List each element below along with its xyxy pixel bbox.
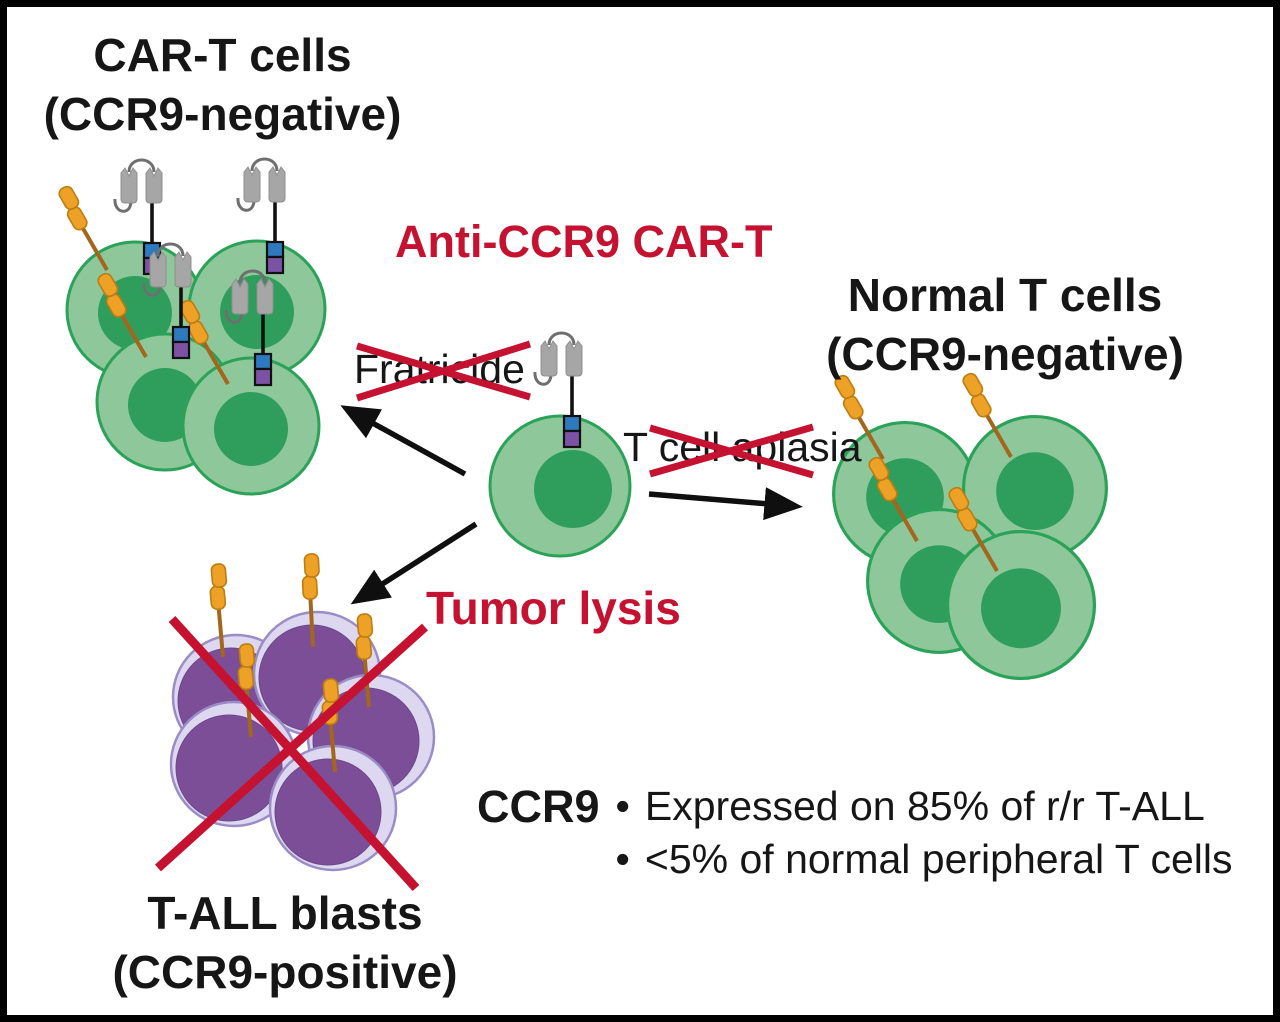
normal-t-cells-title: Normal T cells (CCR9-negative)	[785, 266, 1225, 384]
ccr9-label: CCR9	[477, 781, 600, 832]
cell-nucleus	[534, 450, 612, 528]
t-all-blasts-title: T-ALL blasts (CCR9-positive)	[65, 884, 505, 1002]
car-t-cells-title-line2: (CCR9-negative)	[43, 88, 402, 140]
ccr9-legend: CCR9 • Expressed on 85% of r/r T-ALL • <5%…	[477, 780, 1232, 886]
anti-ccr9-car-t-label: Anti-CCR9 CAR-T	[395, 216, 773, 267]
arrow-to-t-all-blasts	[350, 521, 478, 605]
normal-t-cells-title-line2: (CCR9-negative)	[826, 328, 1184, 380]
ccr9-point-1-text: Expressed on 85% of r/r T-ALL	[644, 783, 1205, 829]
t-all-blasts-title-line2: (CCR9-positive)	[112, 946, 458, 998]
normal-t-cells-title-line1: Normal T cells	[847, 269, 1163, 321]
bullet-icon: •	[615, 783, 630, 829]
ccr9-points: • Expressed on 85% of r/r T-ALL • <5% of n…	[616, 780, 1233, 886]
normal-t-cell-cluster	[828, 369, 1108, 681]
bullet-icon: •	[615, 836, 630, 882]
anti-ccr9-car-t-cell	[488, 331, 632, 558]
t-cell-aplasia-label: T cell aplasia	[623, 424, 862, 470]
car-t-cells-title-line1: CAR-T cells	[93, 29, 352, 81]
arrow-to-normal-t-cells	[648, 487, 803, 521]
car-t-cells-title: CAR-T cells (CCR9-negative)	[25, 26, 420, 144]
t-all-blasts-title-line1: T-ALL blasts	[147, 887, 423, 939]
diagram-graphics	[52, 157, 1108, 892]
green-cell	[181, 356, 321, 496]
blasts-cross-out-x-icon	[154, 615, 429, 892]
arrow-to-car-t-cells	[340, 405, 467, 477]
fratricide-label: Fratricide	[354, 346, 525, 392]
ccr9-point-2-text: <5% of normal peripheral T cells	[644, 836, 1233, 882]
ccr9-point-2: • <5% of normal peripheral T cells	[616, 833, 1233, 886]
car-t-cell-cluster	[52, 157, 327, 496]
green-cell	[945, 529, 1097, 681]
arrows	[340, 405, 803, 605]
tumor-lysis-label: Tumor lysis	[426, 582, 681, 634]
ccr9-point-1: • Expressed on 85% of r/r T-ALL	[616, 780, 1233, 833]
